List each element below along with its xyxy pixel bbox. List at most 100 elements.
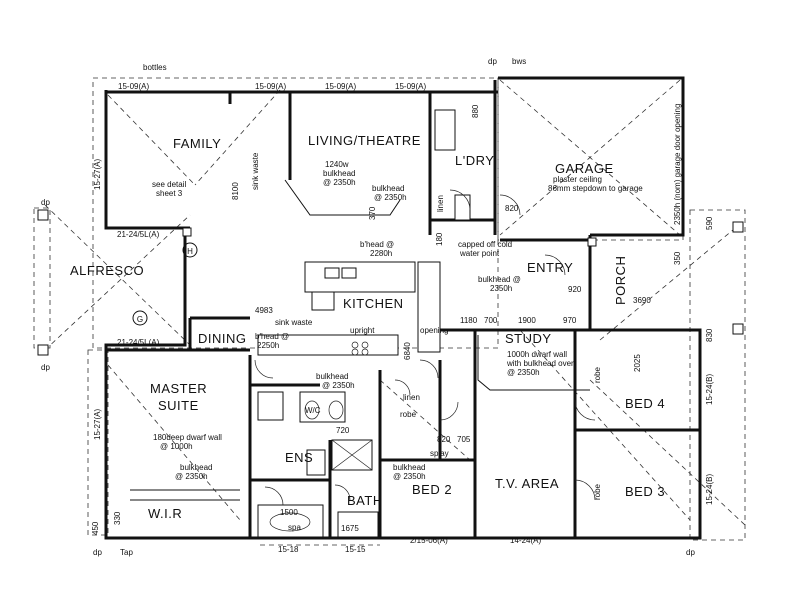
dim-bottom-3: 2/15-06(A): [410, 536, 448, 545]
note-hall-bulkhead: bulkhead: [316, 372, 348, 381]
note-living-2: bulkhead: [323, 169, 355, 178]
dim-bottom-4: 14-24(A): [510, 536, 541, 545]
room-bath: BATH: [347, 493, 383, 508]
note-bed2-bulkhead-val: @ 2350h: [393, 472, 426, 481]
marker-g-label: G: [137, 315, 143, 324]
room-master-1: MASTER: [150, 381, 207, 396]
dim-left-4: 21-24/5L(A): [117, 338, 160, 347]
room-porch: PORCH: [613, 256, 628, 305]
note-bulkhead-living: bulkhead: [372, 184, 404, 193]
room-wir: W.I.R: [148, 506, 182, 521]
note-sink-waste: sink waste: [275, 318, 313, 327]
note-capped-1: capped off cold: [458, 240, 512, 249]
marker-g: [132, 310, 148, 326]
room-entry: ENTRY: [527, 260, 573, 275]
dim-1180: 1180: [460, 316, 478, 325]
room-bed3: BED 3: [625, 484, 665, 499]
dim-450: 450: [91, 521, 100, 535]
dim-180: 180: [435, 232, 444, 246]
dim-left-2: 15-27(A): [93, 409, 102, 440]
dim-bottom-1: 15-18: [278, 545, 299, 554]
note-living-3: @ 2350h: [323, 178, 356, 187]
posts: [37, 209, 744, 356]
room-tv-area: T.V. AREA: [495, 476, 559, 491]
dim-top-3: 15-09(A): [325, 82, 356, 91]
dim-820-bed2: 820: [437, 435, 451, 444]
note-dp-1: dp: [41, 198, 50, 207]
room-ens: ENS: [285, 450, 313, 465]
dim-top-1: 15-09(A): [118, 82, 149, 91]
note-see-detail-1: see detail: [152, 180, 186, 189]
dim-1675: 1675: [341, 524, 359, 533]
note-sink-waste-vertical: sink waste: [251, 152, 260, 190]
note-dp-4: dp: [686, 548, 695, 557]
dim-top-2: 15-09(A): [255, 82, 286, 91]
room-master-2: SUITE: [158, 398, 199, 413]
interior-walls: [106, 80, 700, 538]
dim-1900: 1900: [518, 316, 536, 325]
dim-right-1: 15-24(B): [705, 374, 714, 405]
note-garage-2: 86mm stepdown to garage: [548, 184, 643, 193]
dim-350: 350: [673, 251, 682, 265]
dim-right-2: 15-24(B): [705, 474, 714, 505]
note-opening: opening: [420, 326, 448, 335]
kitchen-fixtures: [257, 109, 471, 356]
room-kitchen: KITCHEN: [343, 296, 404, 311]
note-hall-bulkhead-val: @ 2350h: [322, 381, 355, 390]
marker-h-label: H: [187, 247, 193, 256]
note-bulkhead-living-val: @ 2350h: [374, 193, 407, 202]
dim-1500: 1500: [280, 508, 298, 517]
dim-bottom-2: 15-15: [345, 545, 366, 554]
note-garage-1: plaster ceiling: [553, 175, 602, 184]
note-dp-5: dp: [488, 57, 497, 66]
dim-720: 720: [336, 426, 350, 435]
dim-590: 590: [705, 216, 714, 230]
dim-820-garage: 820: [505, 204, 519, 213]
room-living-theatre: LIVING/THEATRE: [308, 133, 421, 148]
note-garage-door: 2350h (nom) garage door opening: [673, 104, 682, 225]
linen-laundry: linen: [436, 195, 445, 212]
spa-label: spa: [288, 523, 301, 532]
dim-880: 880: [471, 104, 480, 118]
wet-fixtures: [257, 391, 379, 538]
room-dining: DINING: [198, 331, 247, 346]
dim-705: 705: [457, 435, 471, 444]
room-family: FAMILY: [173, 136, 221, 151]
note-master-bulkhead-val: @ 2350h: [175, 472, 208, 481]
dim-left-1: 15-27(A): [93, 159, 102, 190]
wc-label: W/C: [305, 406, 321, 415]
door-swings: [254, 189, 596, 506]
dim-left-3: 21-24/5L(A): [117, 230, 160, 239]
dim-330: 330: [113, 511, 122, 525]
note-entry-bulkhead: bulkhead @: [478, 275, 521, 284]
dim-970: 970: [563, 316, 577, 325]
note-dining-bhead: b'head @: [255, 332, 289, 341]
dim-3690: 3690: [633, 296, 651, 305]
note-bottles: bottles: [143, 63, 167, 72]
note-tap: Tap: [120, 548, 133, 557]
linen-hall: linen: [403, 393, 420, 402]
note-master-1: 180deep dwarf wall: [153, 433, 222, 442]
robe-bed3: robe: [593, 483, 602, 500]
note-upright: upright: [350, 326, 375, 335]
note-capped-2: water point: [459, 249, 500, 258]
note-dp-2: dp: [41, 363, 50, 372]
room-laundry: L'DRY: [455, 153, 494, 168]
marker-h: [182, 242, 198, 258]
robe-bed4: robe: [593, 366, 602, 383]
dim-top-4: 15-09(A): [395, 82, 426, 91]
note-entry-bulkhead-val: 2350h: [490, 284, 512, 293]
room-garage: GARAGE: [555, 161, 614, 176]
note-dp-3: dp: [93, 548, 102, 557]
note-study-1: 1000h dwarf wall: [507, 350, 567, 359]
note-study-2: with bulkhead over: [506, 359, 574, 368]
exterior-walls: [104, 76, 702, 540]
dim-700: 700: [484, 316, 498, 325]
note-master-2: @ 1000h: [160, 442, 193, 451]
dim-830: 830: [705, 328, 714, 342]
room-alfresco: ALFRESCO: [70, 263, 144, 278]
dim-2025: 2025: [633, 354, 642, 372]
dim-4983: 4983: [255, 306, 273, 315]
note-study-3: @ 2350h: [507, 368, 540, 377]
